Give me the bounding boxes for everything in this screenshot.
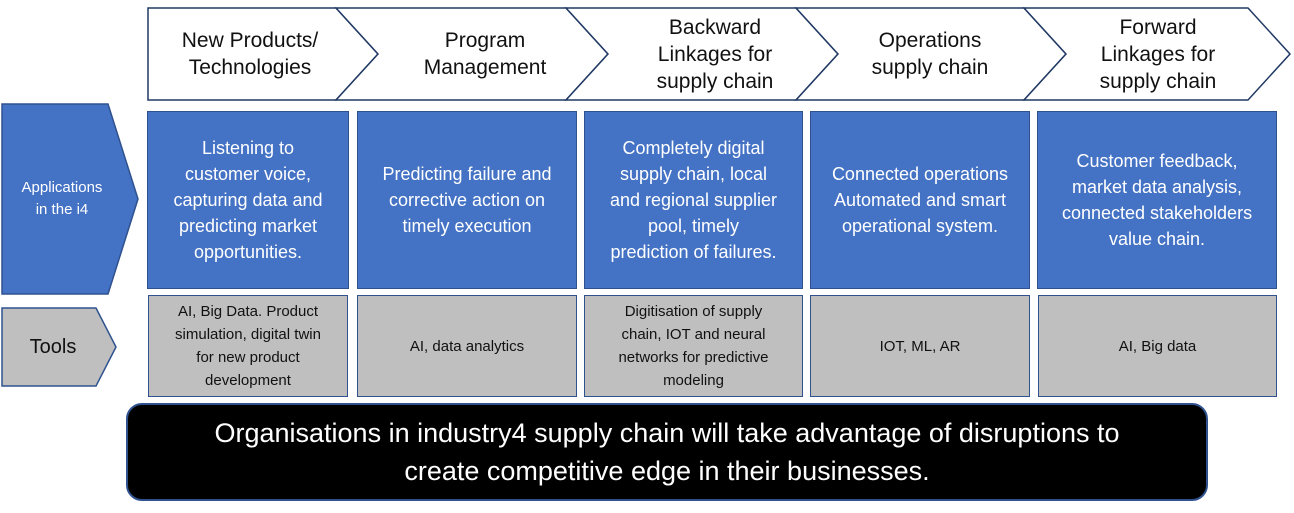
application-box-forward-linkages: Customer feedback, market data analysis,… [1037, 111, 1277, 289]
stage-label-operations: Operations supply chain [871, 29, 989, 79]
application-box-operations: Connected operations Automated and smart… [810, 111, 1030, 289]
tools-box-forward-linkages: AI, Big data [1038, 295, 1277, 397]
application-box-new-products: Listening to customer voice, capturing d… [147, 111, 349, 289]
stage-label-new-products: New Products/ Technologies [181, 29, 319, 79]
applications-arrow [1, 103, 139, 295]
stage-label-program-management: Program Management [423, 29, 547, 79]
stage-label-forward-linkages: Forward Linkages for supply chain [1099, 15, 1217, 93]
application-box-backward-linkages: Completely digital supply chain, local a… [584, 111, 803, 289]
tools-box-backward-linkages: Digitisation of supply chain, IOT and ne… [584, 295, 803, 397]
stage-chevron-5 [1022, 7, 1292, 101]
conclusion-banner: Organisations in industry4 supply chain … [126, 403, 1208, 501]
row-label-applications: Applications in the i4 [21, 179, 103, 218]
row-label-tools: Tools [29, 335, 77, 358]
application-box-program-management: Predicting failure and corrective action… [357, 111, 577, 289]
tools-box-operations: IOT, ML, AR [810, 295, 1030, 397]
tools-box-program-management: AI, data analytics [357, 295, 577, 397]
tools-box-new-products: AI, Big Data. Product simulation, digita… [148, 295, 348, 397]
stage-label-backward-linkages: Backward Linkages for supply chain [656, 15, 774, 93]
tools-arrow [1, 307, 117, 387]
